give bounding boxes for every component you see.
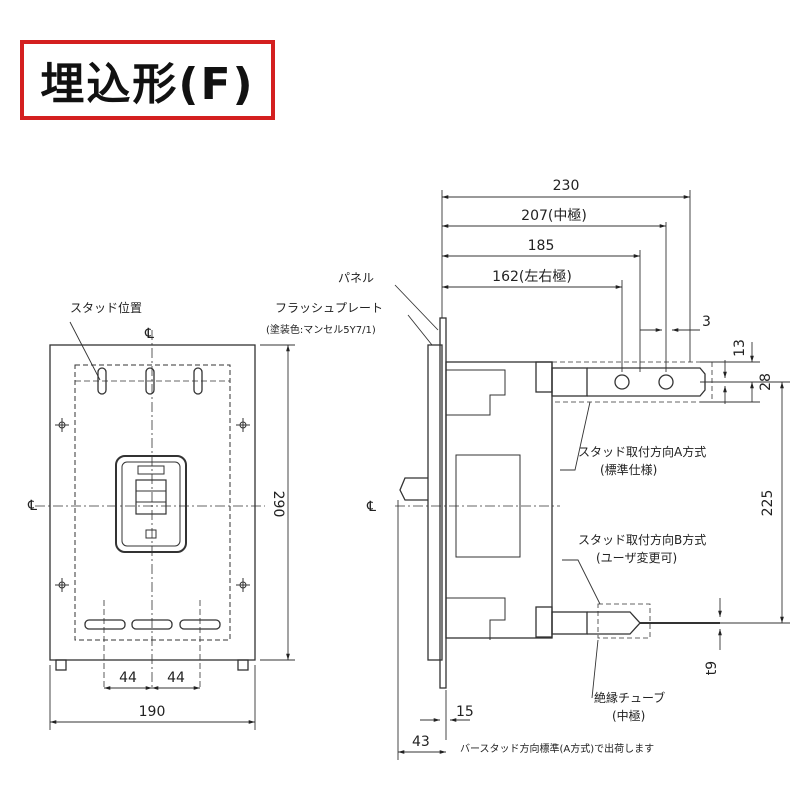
flush-plate-leader — [407, 314, 433, 346]
label-stud-a: スタッド取付方向A方式 — [578, 444, 706, 459]
cl-mark-front-top: ℄ — [144, 326, 154, 342]
label-stud-position: スタッド位置 — [70, 300, 142, 315]
footnote: バースタッド方向標準(A方式)で出荷します — [460, 742, 654, 755]
stud-a-leader — [560, 401, 591, 471]
label-stud-b-note: (ユーザ変更可) — [596, 550, 677, 565]
dim-207: 207(中極) — [521, 208, 587, 224]
dim-190: 190 — [139, 704, 166, 720]
breaker-handle-window — [115, 455, 187, 553]
label-flush-plate: フラッシュプレート — [275, 301, 383, 315]
panel — [439, 317, 447, 689]
breaker-body — [445, 361, 553, 639]
stud-slot-bottom-left — [84, 619, 126, 630]
dim-290: 290 — [270, 491, 286, 518]
dim-44-left: 44 — [119, 670, 137, 686]
breaker-handle — [135, 479, 167, 515]
panel-leader — [394, 284, 439, 331]
side-handle — [399, 477, 428, 501]
front-view — [35, 330, 265, 690]
dim-43: 43 — [412, 734, 430, 750]
label-paint-color: (塗装色:マンセル5Y7/1) — [266, 323, 376, 336]
terminal-hole-a2 — [658, 374, 674, 390]
flush-plate — [427, 344, 443, 661]
stud-b-leader — [562, 559, 601, 605]
dim-44-right: 44 — [167, 670, 185, 686]
label-insulation-tube: 絶縁チューブ — [594, 690, 665, 705]
dim-28: 28 — [758, 373, 774, 391]
dim-3: 3 — [702, 314, 711, 330]
dim-230: 230 — [553, 178, 580, 194]
dim-13: 13 — [732, 339, 748, 357]
label-panel: パネル — [338, 271, 374, 285]
terminal-hole-a1 — [614, 374, 630, 390]
front-outer-frame — [49, 344, 256, 661]
dim-162: 162(左右極) — [492, 269, 572, 285]
stud-slot-top-center — [145, 367, 155, 395]
label-stud-a-note: (標準仕様) — [600, 462, 657, 477]
front-dashed-box — [74, 364, 231, 641]
label-stud-b: スタッド取付方向B方式 — [578, 532, 706, 547]
stud-position-leader — [69, 321, 101, 381]
page-title: 埋込形(F) — [40, 59, 255, 110]
dim-185: 185 — [528, 238, 555, 254]
cl-mark-side: ℄ — [366, 499, 376, 515]
side-view — [395, 317, 720, 689]
dim-225: 225 — [760, 490, 776, 517]
cl-mark-front-left: ℄ — [27, 498, 37, 514]
dim-t9: t9 — [704, 661, 720, 675]
tube-leader — [591, 639, 599, 699]
title-box: 埋込形(F) — [20, 40, 275, 120]
label-insulation-tube-note: (中極) — [612, 708, 645, 723]
dim-15: 15 — [456, 704, 474, 720]
